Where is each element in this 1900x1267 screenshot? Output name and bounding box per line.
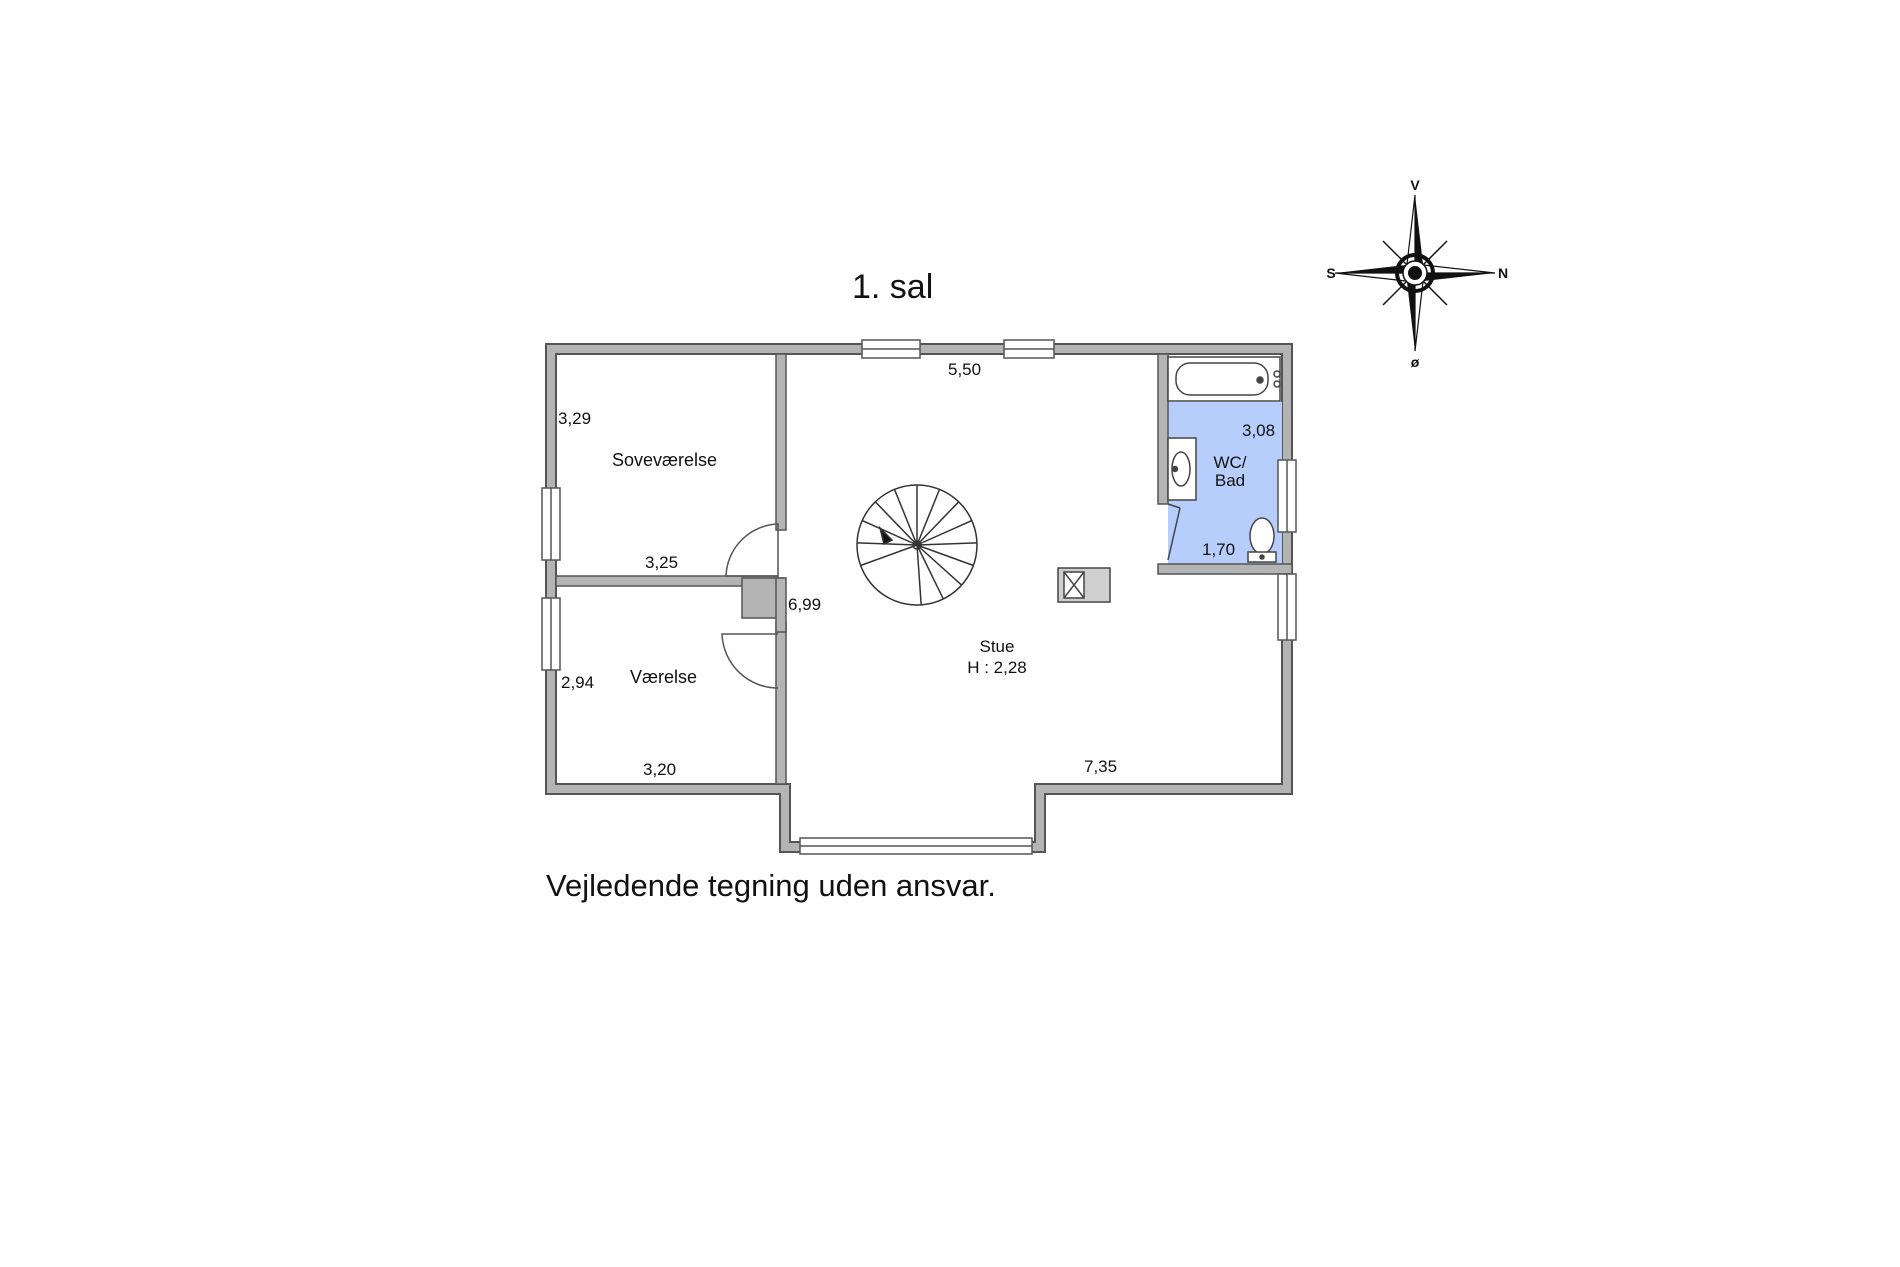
stair-step [916,489,941,546]
compass-label-right: N [1498,265,1508,281]
shower-screen [1167,503,1181,509]
bedroom-dim-width: 3,25 [645,553,678,572]
stair-step [916,544,963,586]
living-dim-side: 6,99 [788,595,821,614]
bathtub-icon [1167,356,1281,402]
living-dim-bottom: 7,35 [1084,757,1117,776]
compass-point [1335,264,1415,273]
compass-label-bottom: ø [1411,354,1420,370]
toilet-icon [1247,517,1277,563]
stair-step [856,542,918,546]
stair-step [916,544,974,567]
stair-arrow-icon [878,525,894,546]
compass-label-left: S [1326,265,1335,281]
stair-step [916,501,960,546]
stair-step [916,542,978,546]
bath-name-line1: WC/ [1213,453,1246,472]
stair-step [893,489,918,546]
living-ceiling-height: H : 2,28 [967,658,1027,677]
stair-step [916,519,973,546]
bedroom-dim-height: 3,29 [558,409,591,428]
floor-title: 1. sal [852,268,934,306]
doors [721,523,779,689]
bath-dim-width: 1,70 [1202,540,1235,559]
bath-dim-height: 3,08 [1242,421,1275,440]
room-dim-height: 2,94 [561,673,594,692]
room-dim-width: 3,20 [643,760,676,779]
shower-screen-diagonal [1167,507,1181,561]
compass-rose-icon: V S N ø [1326,177,1508,370]
disclaimer: Vejledende tegning uden ansvar. [546,868,996,903]
windows [541,339,1297,855]
stair-step [874,501,918,546]
interior-walls [555,353,1293,785]
stair-step [861,519,918,546]
room-name: Værelse [630,667,697,687]
bedroom-name: Soveværelse [612,450,717,470]
stair-step [916,544,944,600]
spiral-staircase [856,484,978,606]
chimney [1057,567,1111,603]
stair-step [860,544,918,567]
living-name: Stue [980,637,1015,656]
living-dim-top: 5,50 [948,360,981,379]
compass-point [1415,273,1495,282]
sink-icon [1167,437,1197,501]
compass-label-top: V [1410,177,1420,193]
bath-name-line2: Bad [1215,471,1245,490]
stair-step [916,544,922,605]
